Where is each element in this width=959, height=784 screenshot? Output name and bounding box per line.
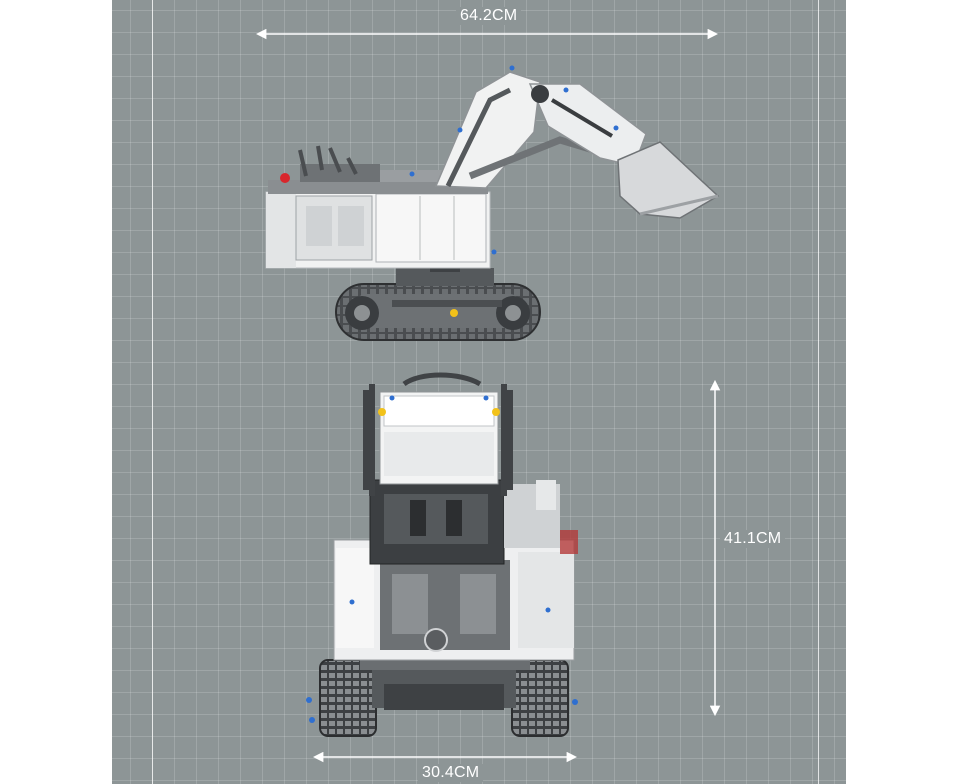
height-dimension-label: 41.1CM (720, 530, 786, 548)
left-edge-line (152, 0, 153, 784)
length-dimension-label: 64.2CM (456, 7, 522, 25)
excavator-side-view (265, 65, 720, 341)
width-dimension-label: 30.4CM (418, 764, 484, 782)
excavator-front-view (306, 372, 578, 737)
right-edge-line (818, 0, 819, 784)
